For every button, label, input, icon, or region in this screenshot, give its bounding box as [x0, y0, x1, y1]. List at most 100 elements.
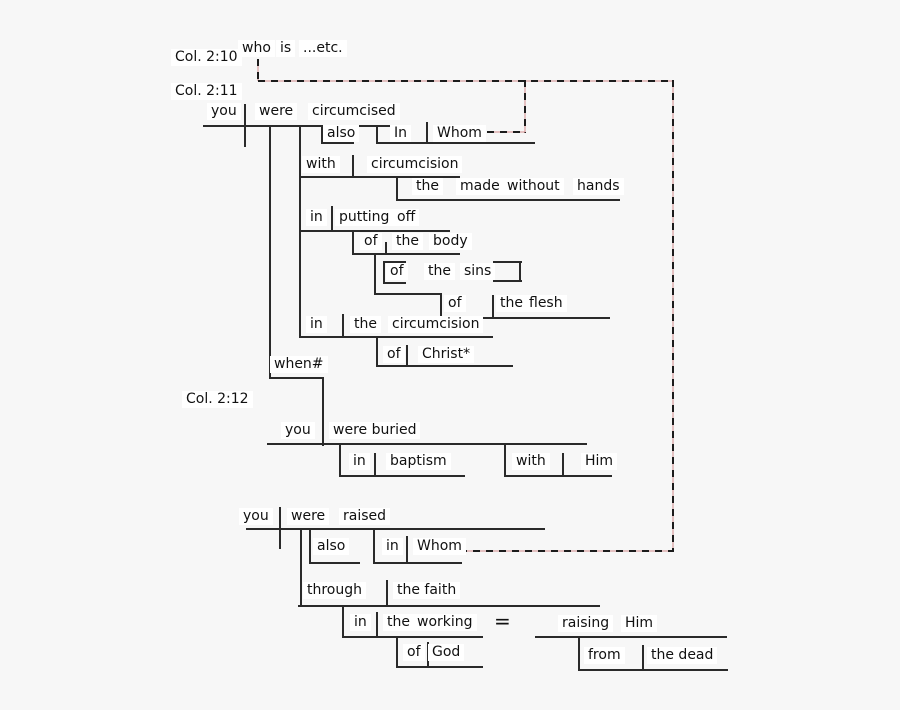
diagram-line-horizontal — [342, 636, 483, 638]
word-him: Him — [581, 453, 618, 470]
word-made: made — [456, 178, 504, 195]
diagram-line-vertical — [352, 155, 354, 178]
word-you: you — [207, 103, 241, 120]
word-etc: ...etc. — [299, 40, 347, 57]
diagram-line-vertical — [374, 453, 376, 477]
diagram-line-horizontal — [396, 199, 620, 201]
diagram-line-vertical — [373, 528, 375, 564]
diagram-line-horizontal — [373, 562, 462, 564]
word-is: is — [276, 40, 296, 57]
diagram-line-vertical — [385, 242, 387, 255]
diagram-line-horizontal — [269, 377, 324, 379]
diagram-line-horizontal — [299, 176, 460, 178]
word-sym: = — [494, 609, 511, 633]
diagram-line-horizontal — [299, 230, 450, 232]
dashed-reference-connector — [257, 59, 259, 81]
word-of: of — [360, 233, 382, 250]
diagram-line-horizontal — [267, 443, 587, 445]
word-circumcision: circumcision — [367, 156, 463, 173]
dashed-reference-connector — [487, 131, 525, 133]
diagram-line-horizontal — [321, 142, 354, 144]
diagram-line-vertical — [562, 453, 564, 477]
word-with: with — [512, 453, 550, 470]
word-the: the — [383, 614, 414, 631]
diagram-line-horizontal — [504, 475, 612, 477]
word-flesh: flesh — [525, 295, 567, 312]
word-of: of — [444, 295, 466, 312]
diagram-line-vertical — [396, 177, 398, 201]
word-with: with — [302, 156, 340, 173]
word-raising: raising — [558, 615, 614, 632]
diagram-line-horizontal — [493, 280, 522, 282]
diagram-line-vertical — [269, 125, 271, 379]
word-whom: Whom — [433, 125, 486, 142]
word-of: of — [386, 263, 408, 280]
diagram-line-vertical — [386, 580, 388, 607]
word-the: the — [392, 233, 423, 250]
dashed-reference-connector — [258, 80, 674, 82]
diagram-line-horizontal — [383, 261, 406, 263]
word-raised: raised — [339, 508, 391, 525]
diagram-line-horizontal — [383, 282, 406, 284]
diagram-line-vertical — [519, 261, 521, 282]
word-sins: sins — [460, 263, 496, 280]
diagram-line-vertical — [300, 528, 302, 606]
word-him: Him — [621, 615, 658, 632]
diagram-line-vertical — [578, 636, 580, 671]
word-body: body — [429, 233, 472, 250]
verse-label-col-2-10: Col. 2:10 — [171, 49, 242, 66]
diagram-line-vertical — [383, 261, 385, 284]
word-of: of — [403, 644, 425, 661]
diagram-line-vertical — [374, 253, 376, 295]
diagram-line-vertical — [396, 636, 398, 668]
word-from: from — [584, 647, 625, 664]
word-in: in — [306, 316, 327, 333]
word-of: of — [383, 346, 405, 363]
dashed-reference-connector — [460, 550, 674, 552]
word-the: the — [424, 263, 455, 280]
diagram-line-vertical — [376, 336, 378, 367]
word-god: God — [428, 644, 465, 661]
word-working: working — [413, 614, 477, 631]
word-in: in — [382, 538, 403, 555]
word-hands: hands — [573, 178, 624, 195]
diagram-line-vertical — [440, 293, 442, 319]
diagram-line-horizontal — [203, 125, 407, 127]
diagram-line-vertical — [339, 443, 341, 477]
diagram-line-vertical — [309, 528, 311, 564]
diagram-line-horizontal — [374, 293, 442, 295]
word-the-faith: the faith — [393, 582, 461, 599]
diagram-line-vertical — [426, 122, 428, 144]
dashed-reference-connector — [524, 80, 526, 133]
diagram-line-vertical — [406, 345, 408, 367]
diagram-line-horizontal — [352, 253, 460, 255]
diagram-line-horizontal — [299, 336, 493, 338]
word-circumcised: circumcised — [308, 103, 400, 120]
diagram-line-horizontal — [440, 317, 610, 319]
verse-label-col-2-11: Col. 2:11 — [171, 83, 242, 100]
diagram-line-vertical — [492, 295, 494, 319]
diagram-line-vertical — [342, 605, 344, 638]
word-christ: Christ* — [418, 346, 475, 363]
diagram-line-horizontal — [246, 528, 545, 530]
diagram-line-horizontal — [298, 605, 600, 607]
diagram-line-horizontal — [578, 669, 728, 671]
word-the: the — [496, 295, 527, 312]
word-also: also — [323, 125, 360, 142]
verse-label-col-2-12: Col. 2:12 — [182, 391, 253, 408]
word-the: the — [350, 316, 381, 333]
diagram-line-vertical — [642, 645, 644, 671]
word-also: also — [313, 538, 350, 555]
diagram-line-vertical — [244, 104, 246, 147]
dashed-reference-connector — [672, 80, 674, 551]
word-the-dead: the dead — [647, 647, 718, 664]
diagram-line-vertical — [504, 443, 506, 477]
word-the: the — [412, 178, 443, 195]
word-whom: Whom — [413, 538, 466, 555]
word-you: you — [281, 422, 315, 439]
word-who: who — [238, 40, 275, 57]
diagram-line-horizontal — [376, 142, 535, 144]
diagram-line-vertical — [279, 507, 281, 549]
word-through: through — [303, 582, 367, 599]
